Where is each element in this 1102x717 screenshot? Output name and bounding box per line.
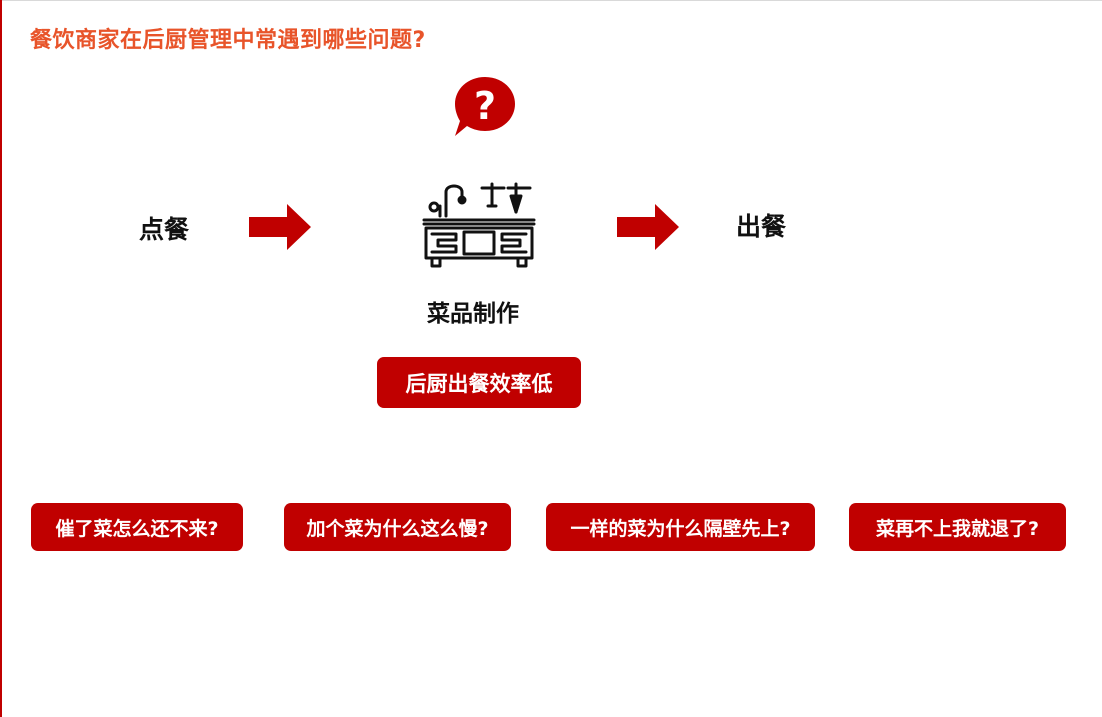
main-problem-badge: 后厨出餐效率低 [377,357,581,408]
right-arrow-icon [617,204,679,250]
question-bubble-icon: ? [455,77,515,136]
complaint-badge: 加个菜为什么这么慢? [284,503,511,551]
kitchen-counter-icon [422,182,536,268]
right-arrow-icon [249,204,311,250]
complaint-badge: 菜再不上我就退了? [849,503,1066,551]
complaint-badge: 催了菜怎么还不来? [31,503,243,551]
complaint-badge: 一样的菜为什么隔壁先上? [546,503,815,551]
top-border [0,0,1102,1]
left-accent-border [0,0,2,717]
svg-text:?: ? [474,84,496,128]
page-title: 餐饮商家在后厨管理中常遇到哪些问题? [30,28,426,53]
step-serve-label: 出餐 [736,212,787,241]
step-order-label: 点餐 [139,215,190,244]
step-cook-label: 菜品制作 [427,301,519,327]
